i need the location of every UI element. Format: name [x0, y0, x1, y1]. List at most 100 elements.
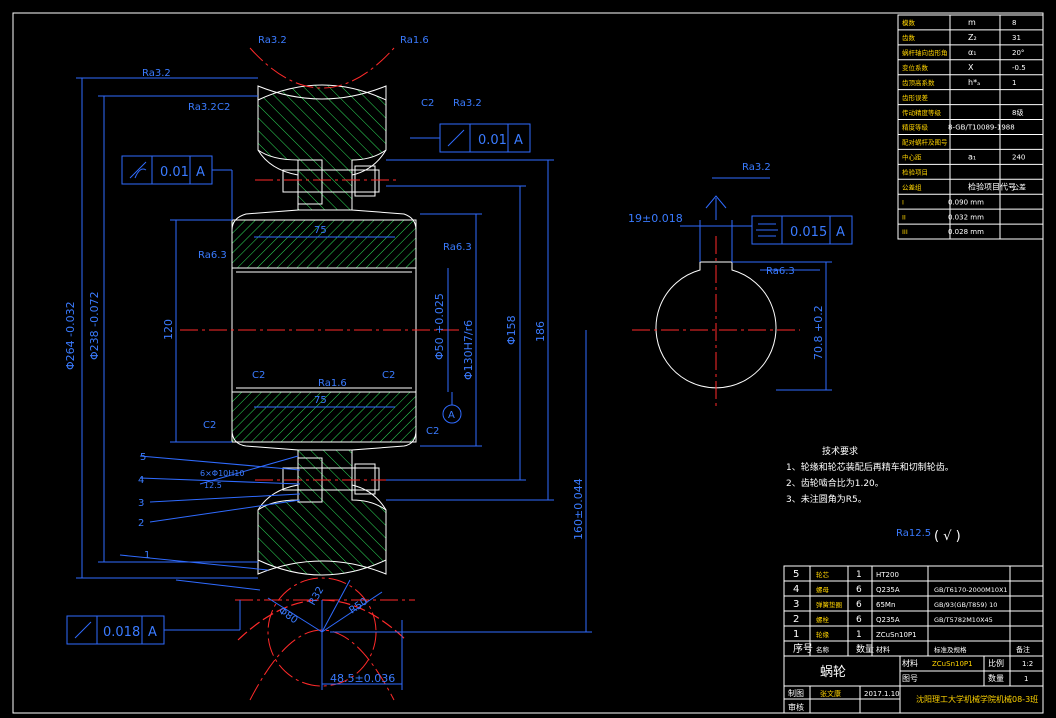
- param-name: 变位系数: [902, 63, 929, 72]
- tolerance-frame-1: [121, 155, 213, 185]
- dim-120: 120: [162, 319, 175, 340]
- param-name: 齿形误差: [902, 93, 929, 102]
- bom-name: 螺母: [816, 585, 830, 594]
- part-name: 蜗轮: [820, 664, 846, 680]
- param-value: 公差: [1012, 182, 1026, 191]
- bom-no: 2: [793, 614, 799, 625]
- dim-708: 70.8 +0.2: [812, 305, 825, 360]
- param-symbol: m: [968, 18, 976, 27]
- bom-standard: GB/T6170-2000M10X1: [934, 586, 1008, 594]
- notes-title: 技术要求: [822, 445, 858, 457]
- bom-qty: 6: [856, 585, 862, 595]
- param-value: 0.032 mm: [948, 213, 984, 221]
- param-name: 检验项目: [902, 167, 928, 176]
- dim-485: 48.5±0.036: [330, 672, 395, 685]
- school-name: 沈阳理工大学机械学院机械08-3班: [916, 694, 1038, 704]
- bom-qty: 6: [856, 600, 862, 610]
- datum-a-label: A: [448, 410, 455, 421]
- note-3: 3、未注圆角为R5。: [786, 493, 867, 505]
- checker-label: 审核: [788, 702, 804, 712]
- balloon-4: 4: [138, 475, 144, 486]
- qty-label: 数量: [988, 673, 1004, 683]
- bom-material: HT200: [876, 571, 899, 579]
- labels: Ra3.2 Ra1.6 Ra3.2 Ra3.2 C2 C2 Ra3.2 Ra6.…: [64, 35, 1038, 712]
- bom-no: 1: [793, 629, 799, 640]
- dim-r32: R32: [307, 585, 326, 608]
- ra16-label: Ra1.6: [400, 35, 429, 46]
- dim-160: 160±0.044: [572, 478, 585, 540]
- ra125-label: Ra12.5: [896, 528, 931, 539]
- dim-d130: Φ130H7/r6: [462, 320, 475, 380]
- ra32-label: Ra3.2: [742, 162, 771, 173]
- keyway-view: [632, 177, 832, 410]
- drawing-no-label: 图号: [902, 674, 918, 683]
- tol-datum: A: [196, 165, 205, 180]
- scale-value: 1:2: [1022, 660, 1033, 668]
- param-name: 中心距: [902, 153, 922, 162]
- param-value: 8级: [1012, 108, 1023, 117]
- bom-standard: GB/T5782M10X45: [934, 616, 993, 624]
- tol-datum: A: [514, 133, 523, 148]
- bom-material: 65Mn: [876, 601, 895, 609]
- balloon-3: 3: [138, 498, 144, 509]
- bom-no: 3: [793, 599, 799, 610]
- dim-d238: Φ238 -0.072: [88, 291, 101, 360]
- bom-qty: 1: [856, 570, 862, 580]
- tol-value: 0.018: [103, 625, 140, 640]
- drawer-label: 制图: [788, 688, 804, 698]
- param-symbol: a₁: [968, 153, 976, 162]
- bolt-label: 6×Φ10H10: [200, 469, 244, 478]
- dim-d158: Φ158: [505, 315, 518, 345]
- param-name: 精度等级: [902, 123, 929, 132]
- tolerance-frame-3: [66, 615, 165, 645]
- param-value: 0.028 mm: [948, 228, 984, 236]
- wheel-section-view: [76, 47, 592, 701]
- tolerance-frame-2: [439, 123, 531, 153]
- bom-name: 名称: [816, 645, 830, 654]
- tol-datum: A: [148, 625, 157, 640]
- tol-value: 0.015: [790, 225, 827, 240]
- ra63-label: Ra6.3: [766, 266, 795, 277]
- param-name: 传动精度等级: [902, 108, 942, 117]
- tol-value: 0.01: [478, 133, 507, 148]
- param-symbol: h*ₐ: [968, 78, 980, 87]
- check-mark: ( √ ): [934, 529, 961, 544]
- balloon-2: 2: [138, 518, 144, 529]
- drawing-border: [12, 12, 1044, 714]
- dim-d80: Φ80: [276, 605, 299, 626]
- c2-label: C2: [421, 98, 434, 109]
- bom-no: 5: [793, 569, 799, 580]
- param-name: III: [902, 228, 908, 236]
- param-value: 20°: [1012, 49, 1024, 57]
- ra32-label: Ra3.2: [142, 68, 171, 79]
- tolerance-frame-4: [751, 215, 853, 245]
- param-symbol: Z₂: [968, 33, 977, 42]
- bom-no: 序号: [793, 642, 813, 655]
- ra63-label: Ra6.3: [198, 250, 227, 261]
- param-value: 240: [1012, 154, 1025, 162]
- c2-label: C2: [217, 102, 230, 113]
- param-name: 齿数: [902, 33, 916, 42]
- bom-qty: 1: [856, 630, 862, 640]
- dim-d50: Φ50 +0.025: [433, 293, 446, 360]
- note-2: 2、齿轮啮合比为1.20。: [786, 477, 884, 489]
- draw-date: 2017.1.10: [864, 690, 900, 698]
- param-symbol: 检验项目代号: [968, 181, 1016, 191]
- bom-material: Q235A: [876, 586, 900, 594]
- param-name: I: [902, 198, 904, 206]
- param-name: II: [902, 213, 906, 221]
- param-name: 模数: [902, 18, 916, 27]
- material-value: ZCuSn10P1: [932, 660, 973, 668]
- dim-d264: Φ264 -0.032: [64, 301, 77, 370]
- note-1: 1、轮缘和轮芯装配后再精车和切制轮齿。: [786, 461, 954, 473]
- param-value: 1: [1012, 79, 1016, 87]
- drawer-name: 张文康: [820, 689, 841, 698]
- bolt-label2: 12.5: [204, 481, 222, 490]
- dim-186: 186: [534, 321, 547, 342]
- dim-r50: R50: [347, 596, 369, 616]
- c2-label: C2: [382, 370, 395, 381]
- scale-label: 比例: [988, 658, 1004, 668]
- bom-material: Q235A: [876, 616, 900, 624]
- bom-qty: 数量: [856, 643, 874, 655]
